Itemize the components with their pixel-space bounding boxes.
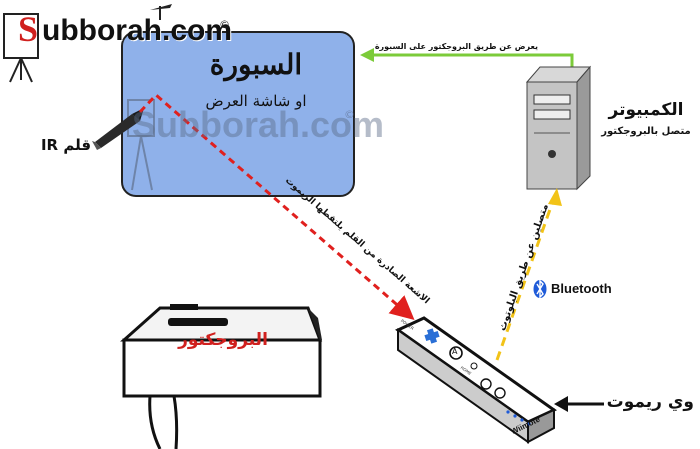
- logo-text: ubborah.com: [42, 14, 233, 47]
- projector-icon: [120, 304, 323, 449]
- computer-title: الكمبيوتر: [608, 100, 684, 120]
- projector-label: البروجكتور: [178, 330, 268, 350]
- projection-text: يعرض عن طريق البروجكتور على السبورة: [374, 42, 538, 51]
- bluetooth-link: [495, 188, 562, 361]
- computer-subtitle: متصل بالبروجكتور: [601, 126, 691, 137]
- bluetooth-logo-icon: [533, 279, 547, 299]
- pen-label: قلم IR: [40, 136, 92, 154]
- bluetooth-label: Bluetooth: [551, 281, 612, 296]
- watermark-copyright: ©: [344, 108, 355, 121]
- logo-easel-icon: [3, 4, 172, 83]
- wiimote-callout-arrow: [554, 396, 604, 412]
- board-title: السبورة: [209, 48, 303, 81]
- wiimote-a-label: A: [452, 347, 458, 356]
- wiimote-callout-label: وي ريموت: [606, 392, 694, 412]
- board: [121, 31, 355, 197]
- wiimote-icon: [395, 316, 557, 444]
- computer-icon: [525, 65, 592, 191]
- logo-initial: S: [18, 9, 39, 49]
- board-subtitle: او شاشة العرض: [205, 92, 307, 110]
- watermark-text: Subborah.com: [132, 104, 385, 145]
- projection-arrow: [360, 48, 574, 68]
- logo-copyright: ©: [219, 18, 230, 31]
